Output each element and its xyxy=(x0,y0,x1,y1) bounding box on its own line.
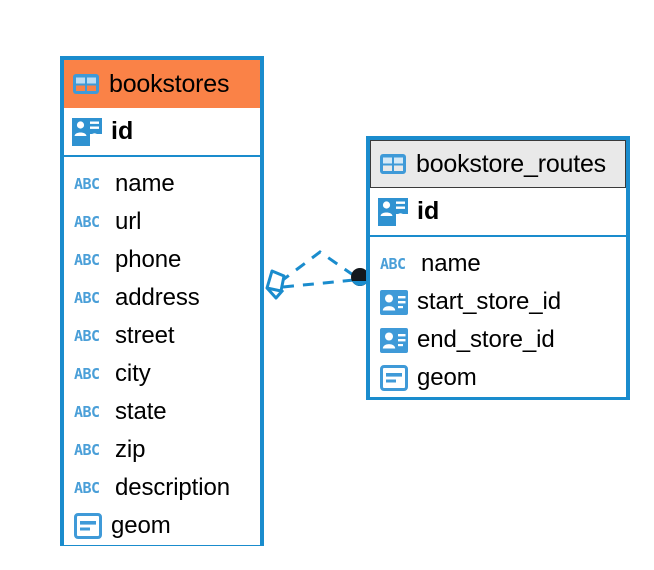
field-row-state[interactable]: ABC state xyxy=(64,393,260,431)
abc-icon: ABC xyxy=(74,326,100,345)
relationship-line-upper xyxy=(279,250,357,284)
abc-icon: ABC xyxy=(74,288,100,307)
field-row-geom[interactable]: geom xyxy=(370,359,626,397)
primary-key-label-bookstore-routes: id xyxy=(417,197,440,225)
field-label: start_store_id xyxy=(417,288,562,315)
diamond-marker xyxy=(265,269,286,300)
table-icon xyxy=(73,74,99,94)
field-row-address[interactable]: ABC address xyxy=(64,279,260,317)
field-label: geom xyxy=(111,512,171,539)
abc-icon: ABC xyxy=(74,250,100,269)
field-row-geom[interactable]: geom xyxy=(64,507,260,545)
field-row-street[interactable]: ABC street xyxy=(64,317,260,355)
geometry-icon xyxy=(74,513,102,539)
field-row-name[interactable]: ABC name xyxy=(370,245,626,283)
field-label: name xyxy=(421,250,481,277)
field-row-description[interactable]: ABC description xyxy=(64,469,260,507)
entity-bookstores[interactable]: bookstores id ABC name ABC url xyxy=(60,56,264,546)
entity-bookstore-routes[interactable]: bookstore_routes id ABC name xyxy=(366,136,630,400)
abc-icon: ABC xyxy=(74,478,100,497)
field-row-url[interactable]: ABC url xyxy=(64,203,260,241)
field-label: address xyxy=(115,284,200,311)
field-row-name[interactable]: ABC name xyxy=(64,165,260,203)
field-row-city[interactable]: ABC city xyxy=(64,355,260,393)
foreign-key-icon xyxy=(380,327,408,353)
relationship-line-lower xyxy=(282,278,355,289)
field-list-bookstores: ABC name ABC url ABC phone ABC address A… xyxy=(64,157,260,545)
foreign-key-icon xyxy=(380,289,408,315)
primary-key-icon xyxy=(378,197,408,226)
primary-key-icon xyxy=(72,117,102,146)
field-label: street xyxy=(115,322,175,349)
geometry-icon xyxy=(380,365,408,391)
table-icon xyxy=(380,154,406,174)
entity-title-bookstores: bookstores xyxy=(109,69,230,98)
abc-icon: ABC xyxy=(74,174,100,193)
field-row-start-store-id[interactable]: start_store_id xyxy=(370,283,626,321)
field-list-bookstore-routes: ABC name start_store_id xyxy=(370,237,626,397)
field-row-zip[interactable]: ABC zip xyxy=(64,431,260,469)
abc-icon: ABC xyxy=(74,212,100,231)
abc-icon: ABC xyxy=(74,402,100,421)
field-label: city xyxy=(115,360,151,387)
abc-icon: ABC xyxy=(74,440,100,459)
field-label: state xyxy=(115,398,167,425)
field-row-end-store-id[interactable]: end_store_id xyxy=(370,321,626,359)
entity-header-bookstore-routes[interactable]: bookstore_routes xyxy=(370,140,626,188)
entity-title-bookstore-routes: bookstore_routes xyxy=(416,149,606,178)
primary-key-label-bookstores: id xyxy=(111,117,134,145)
primary-key-row-bookstore-routes[interactable]: id xyxy=(370,188,626,237)
primary-key-row-bookstores[interactable]: id xyxy=(64,108,260,157)
abc-icon: ABC xyxy=(380,254,406,273)
field-label: zip xyxy=(115,436,146,463)
field-label: geom xyxy=(417,364,477,391)
abc-icon: ABC xyxy=(74,364,100,383)
field-label: end_store_id xyxy=(417,326,555,353)
entity-header-bookstores[interactable]: bookstores xyxy=(64,60,260,108)
field-label: name xyxy=(115,170,175,197)
field-label: url xyxy=(115,208,142,235)
field-row-phone[interactable]: ABC phone xyxy=(64,241,260,279)
field-label: description xyxy=(115,474,230,501)
field-label: phone xyxy=(115,246,182,273)
